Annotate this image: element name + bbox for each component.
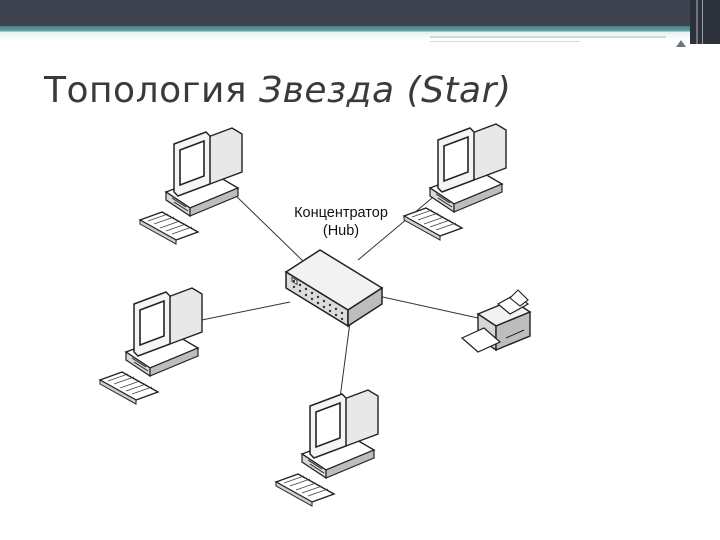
slide-title: Топология Звезда (Star): [44, 70, 511, 111]
header-accent-strip: [0, 26, 720, 42]
computer-top-left-icon: [139, 127, 243, 245]
header-bar: [0, 0, 720, 26]
computer-bottom-icon: [275, 389, 379, 507]
corner-decoration: [690, 0, 720, 44]
printer-icon: [460, 289, 532, 353]
link-printer: [377, 295, 479, 319]
hub-icon: [284, 249, 384, 328]
corner-arrow-icon: [676, 40, 686, 47]
hub-label-line2: (Hub): [322, 223, 360, 239]
link-middle-left: [191, 301, 291, 323]
computer-middle-left-icon: [99, 287, 203, 405]
slide-title-italic: Звезда (Star): [259, 70, 512, 111]
link-top-left: [233, 193, 305, 263]
hub-label-line1: Концентратор: [294, 205, 388, 221]
header-divider-line-short: [430, 41, 580, 42]
link-top-right: [357, 197, 433, 261]
header-divider-line: [430, 36, 666, 38]
hub-label: Концентратор (Hub): [276, 204, 406, 240]
slide-title-main: Топология: [44, 70, 248, 111]
computer-top-right-icon: [403, 123, 507, 241]
link-bottom: [339, 321, 351, 399]
